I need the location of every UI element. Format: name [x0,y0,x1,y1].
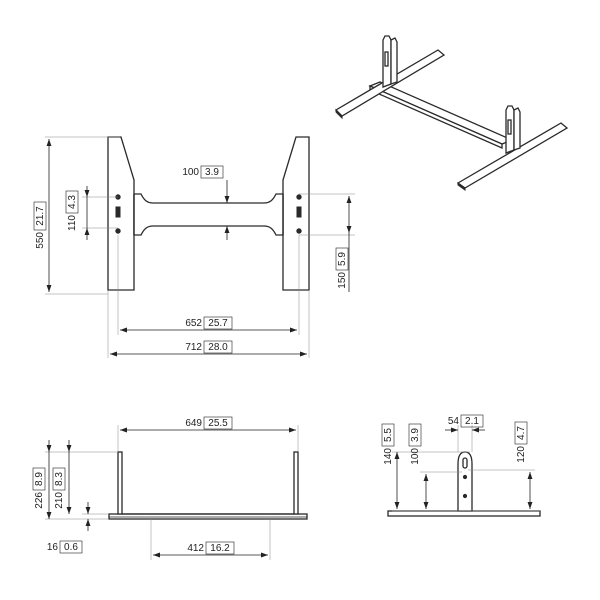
iso-foot-right-edge [457,182,466,191]
dim-value-in: 8.9 [34,472,45,486]
dim-value-in: 25.5 [208,418,228,429]
hole [462,493,468,499]
dim-value-in: 21.7 [35,206,46,226]
end-view [387,425,541,517]
front-crossbar [133,193,284,236]
slot [115,206,121,218]
iso-upright-left-plate [390,37,398,85]
hole [296,194,302,200]
dim-value-in: 3.9 [410,428,421,442]
dim-value-mm: 110 [67,215,78,231]
side-base-plate [108,513,308,520]
dim-value-in: 4.7 [516,426,527,440]
end-view-labels: 54 2.1 140 5.5 100 3.9 120 4.7 [381,414,528,465]
hole [296,228,302,234]
dim-label-slot-spacing: 110 4.3 [65,190,79,231]
hole [462,474,468,480]
dim-value-mm: 100 [182,167,199,178]
front-upright-left [107,136,135,291]
side-view [45,425,308,560]
dim-value-mm: 150 [337,272,348,289]
dim-value-mm: 550 [35,232,46,249]
dim-label-beam-offset: 150 5.9 [335,247,349,289]
dim-label-total-height: 226 8.9 [32,467,46,509]
dim-value-mm: 54 [448,416,460,427]
dim-value-mm: 16 [47,542,59,553]
iso-foot-left-edge [335,108,343,120]
isometric-view [334,35,569,191]
dim-label-bracket-span: 649 25.5 [185,416,233,430]
side-view-labels: 649 25.5 226 8.9 210 8.3 16 0.6 412 16.2 [32,416,235,555]
iso-crossbar [368,81,514,145]
dim-label-bracket-width: 54 2.1 [448,414,484,428]
dim-value-mm: 140 [383,448,394,465]
end-base-plate [387,510,541,517]
end-bracket-slot [462,457,468,469]
dim-label-outer-width: 712 28.0 [185,340,233,354]
dim-value-in: 0.6 [64,542,78,553]
dim-label-end-total-height: 140 5.5 [381,423,395,465]
dim-label-foot-width: 412 16.2 [187,541,235,555]
dim-value-in: 8.3 [54,472,65,486]
side-bracket-right [293,451,299,515]
dim-label-plate-thickness: 16 0.6 [47,540,83,554]
iso-upright-right-plate [513,107,521,151]
dim-value-mm: 412 [187,543,204,554]
dim-value-in: 2.1 [465,416,479,427]
dim-value-mm: 712 [185,342,202,353]
dim-label-bracket-height: 210 8.3 [52,467,66,509]
dim-value-in: 3.9 [205,167,219,178]
dim-value-mm: 120 [516,446,527,463]
dim-value-in: 5.9 [337,252,348,266]
dim-value-in: 5.5 [383,428,394,442]
dim-label-end-bracket-height: 120 4.7 [514,421,528,463]
iso-crossbar-side [369,85,503,149]
dim-value-in: 25.7 [208,318,228,329]
dim-value-mm: 652 [185,318,202,329]
dim-label-inner-width: 652 25.7 [185,316,233,330]
dim-value-mm: 226 [34,492,45,509]
dim-value-mm: 210 [54,492,65,509]
front-upright-right [282,136,310,291]
dim-label-beam-depth: 100 3.9 [182,165,224,179]
dim-value-in: 28.0 [208,342,228,353]
dim-value-in: 16.2 [210,543,230,554]
dim-label-front-height: 550 21.7 [33,201,47,249]
front-view [45,136,355,358]
side-bracket-left [117,451,123,515]
dim-value-in: 4.3 [67,195,78,209]
hole [115,228,121,234]
iso-slot-right [507,119,512,135]
iso-slot-left [384,51,389,67]
dim-label-end-slot-top: 100 3.9 [408,423,422,465]
front-view-labels: 550 21.7 110 4.3 100 3.9 150 5.9 652 25.… [33,165,349,354]
dim-value-mm: 649 [185,418,202,429]
dim-value-mm: 100 [410,448,421,465]
slot [296,206,302,218]
